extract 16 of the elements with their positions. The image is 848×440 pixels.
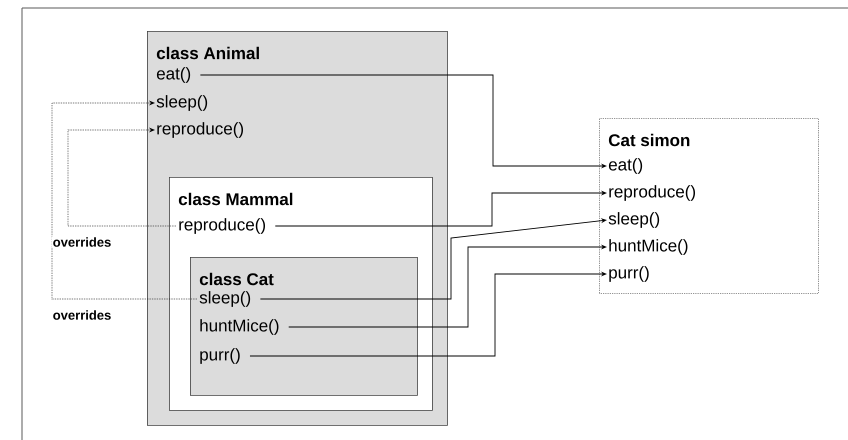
method-label: sleep() <box>200 291 250 307</box>
method-label: reproduce() <box>179 218 265 234</box>
method-label: purr() <box>200 348 240 364</box>
arrow <box>68 127 176 226</box>
method-label: purr() <box>609 266 649 282</box>
method-label: huntMice() <box>609 239 688 255</box>
method-label: eat() <box>608 158 642 174</box>
method-label: sleep() <box>608 212 660 228</box>
method-label: sleep() <box>156 95 208 111</box>
edge-label: overrides <box>52 236 112 248</box>
method-label: reproduce() <box>609 185 696 201</box>
arrow <box>52 100 198 300</box>
edge-label: overrides <box>52 309 112 321</box>
method-label: eat() <box>156 67 190 83</box>
method-label: huntMice() <box>200 319 278 335</box>
method-label: reproduce() <box>157 122 243 138</box>
